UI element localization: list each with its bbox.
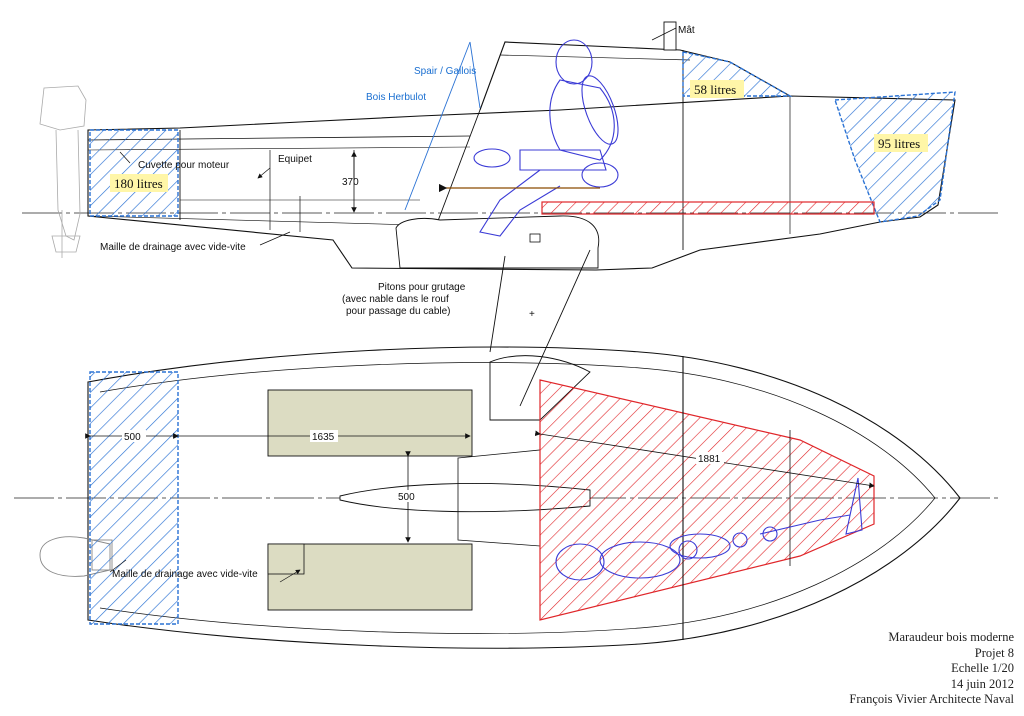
title-block: Maraudeur bois moderne Projet 8 Echelle … <box>849 630 1014 708</box>
plan-view <box>14 346 1000 649</box>
title-line-5: François Vivier Architecte Naval <box>849 692 1014 706</box>
label-spair: Spair / Gallois <box>414 66 476 77</box>
centre-mark: + <box>529 309 535 320</box>
volume-bow: 95 litres <box>878 136 920 151</box>
side-elevation <box>22 21 1000 271</box>
title-line-1: Maraudeur bois moderne <box>888 630 1014 644</box>
label-mat: Mât <box>678 25 695 36</box>
dim-370: 370 <box>342 177 359 188</box>
title-line-2: Projet 8 <box>974 645 1014 660</box>
label-cuvette: Cuvette pour moteur <box>138 160 230 171</box>
hull-plan-outline <box>87 346 961 649</box>
bow-locker-side <box>834 91 956 223</box>
dim-1881: 1881 <box>698 454 721 465</box>
mast-stub <box>663 21 677 51</box>
seat-port <box>267 389 473 457</box>
title-line-4: 14 juin 2012 <box>950 676 1014 691</box>
projection-lines <box>489 249 591 407</box>
aft-locker-side <box>89 129 179 217</box>
hull-side-outline <box>87 95 956 271</box>
label-bois-herbulot: Bois Herbulot <box>366 92 426 103</box>
keel-box <box>395 215 600 269</box>
label-pitons-2: (avec nable dans le rouf <box>342 294 449 305</box>
label-pitons-1: Pitons pour grutage <box>378 282 466 293</box>
label-equipet: Equipet <box>278 154 312 165</box>
berth-plan <box>539 379 875 621</box>
seated-figure <box>473 39 619 237</box>
label-maille-bottom: Maille de drainage avec vide-vite <box>112 569 258 580</box>
dim-500-left: 500 <box>124 432 141 443</box>
dim-1635: 1635 <box>312 432 335 443</box>
berth-side <box>541 201 875 215</box>
volume-cabin: 58 litres <box>694 82 736 97</box>
volume-aft: 180 litres <box>114 176 163 191</box>
label-maille-top: Maille de drainage avec vide-vite <box>100 242 246 253</box>
reclining-figure <box>555 477 863 581</box>
aft-locker-plan <box>89 371 179 625</box>
lifting-eye <box>529 233 541 243</box>
dim-500-center: 500 <box>398 492 415 503</box>
label-pitons-3: pour passage du cable) <box>346 306 451 317</box>
title-line-3: Echelle 1/20 <box>951 661 1014 675</box>
outboard-motor-side <box>39 85 87 258</box>
